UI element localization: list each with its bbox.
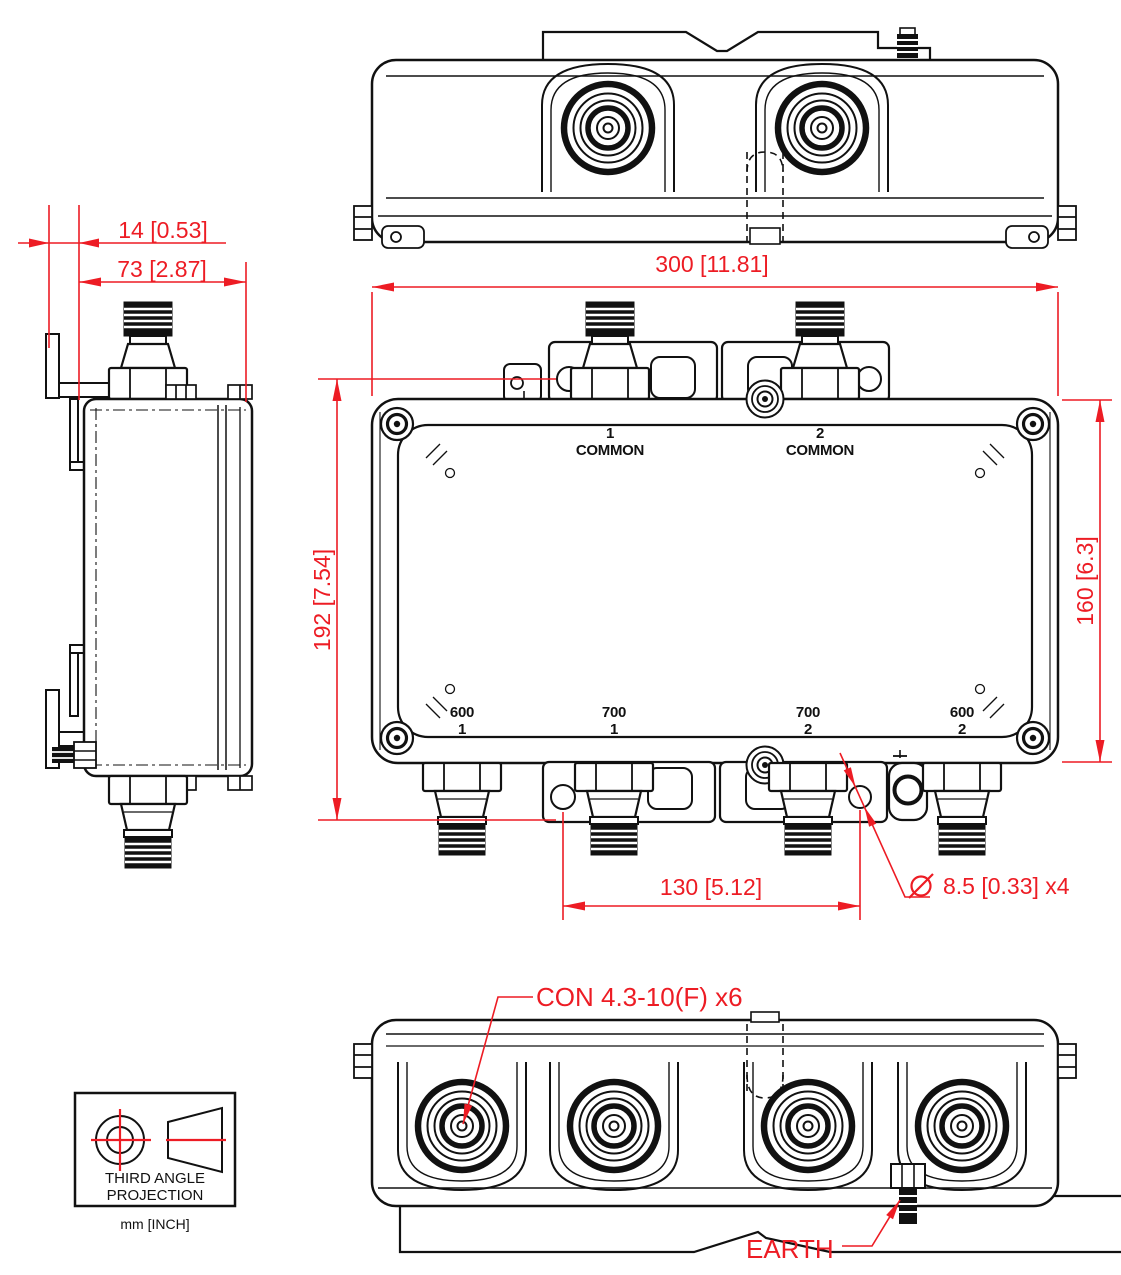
top-view-body <box>370 58 1060 244</box>
port-label-common2-num: 2 <box>816 425 824 442</box>
bottom-view-center-port <box>746 1011 784 1099</box>
top-view-feet <box>381 225 1049 249</box>
port-label-600-1-band: 600 <box>450 704 474 721</box>
dimension-73 <box>79 262 247 402</box>
dim-text-73: 73 [2.87] <box>117 256 207 282</box>
dim-text-130: 130 [5.12] <box>660 874 762 900</box>
port-label-700-1-band: 700 <box>602 704 626 721</box>
hole-callout: 8.5 [0.33] x4 <box>908 873 1070 899</box>
top-center-screw <box>745 379 785 419</box>
earth-stud-bottom <box>890 1163 926 1224</box>
third-angle-symbol-icon <box>91 1106 226 1174</box>
rf-connector-rings <box>570 1082 658 1170</box>
side-connector-bottom <box>107 774 189 870</box>
port-600-1-connector <box>421 761 503 857</box>
bottom-view-body <box>370 1018 1060 1208</box>
rf-connector-rings <box>564 84 652 172</box>
mounting-hole <box>856 366 882 392</box>
port-label-common2-name: COMMON <box>786 442 854 459</box>
dimension-192 <box>318 378 556 821</box>
port-label-common1-num: 1 <box>606 425 614 442</box>
port-label-700-2-num: 2 <box>804 721 812 738</box>
hole-callout-text: 8.5 [0.33] x4 <box>943 873 1070 899</box>
corner-detail-ticks <box>425 443 1005 719</box>
port-label-600-1-num: 1 <box>458 721 466 738</box>
port-label-600-2-band: 600 <box>950 704 974 721</box>
side-view <box>45 300 254 870</box>
corner-screw <box>379 720 415 756</box>
rf-connector-rings <box>918 1082 1006 1170</box>
top-view-side-screws <box>353 205 1077 241</box>
port-label-700-2-band: 700 <box>796 704 820 721</box>
earth-lug <box>887 750 929 822</box>
dim-text-14: 14 [0.53] <box>118 217 208 243</box>
top-view <box>353 27 1077 249</box>
corner-screw <box>379 406 415 442</box>
earth-stud-top <box>897 27 918 58</box>
connector-callout-leader <box>462 996 533 1125</box>
dim-text-160: 160 [6.3] <box>1072 536 1098 626</box>
units-label: mm [INCH] <box>120 1216 189 1232</box>
top-view-rear-bracket <box>541 27 932 64</box>
earth-callout-text: EARTH <box>746 1234 834 1264</box>
top-view-center-port <box>746 151 784 245</box>
dim-text-300: 300 [11.81] <box>655 251 768 277</box>
mounting-hole <box>550 784 576 810</box>
dimension-160 <box>1062 399 1112 763</box>
side-earth-bolt <box>52 741 97 769</box>
connector-callout-text: CON 4.3-10(F) x6 <box>536 982 743 1012</box>
projection-label-line1: THIRD ANGLE <box>105 1170 205 1187</box>
bottom-view-side-screws <box>353 1043 1077 1079</box>
side-view-body <box>82 397 254 778</box>
dimension-14 <box>18 205 226 400</box>
bottom-view-bracket <box>398 1194 1121 1254</box>
earth-callout-leader <box>842 1199 901 1247</box>
port-label-700-1-num: 1 <box>610 721 618 738</box>
bottom-view <box>353 1011 1121 1254</box>
projection-label-line2: PROJECTION <box>107 1187 204 1204</box>
diameter-symbol-icon <box>908 873 934 899</box>
projection-symbol: THIRD ANGLE PROJECTION mm [INCH] <box>73 1091 237 1232</box>
rf-connector-rings <box>764 1082 852 1170</box>
corner-screw <box>1015 406 1051 442</box>
hole-callout-leader <box>839 752 930 898</box>
rf-connector-rings <box>418 1082 506 1170</box>
dimension-130 <box>562 810 861 920</box>
port-600-2-connector <box>921 761 1003 857</box>
top-view-connector-housings <box>541 62 889 192</box>
rf-connector-rings <box>778 84 866 172</box>
front-face-plate <box>396 423 1034 739</box>
dim-text-192: 192 [7.54] <box>309 549 335 651</box>
port-label-600-2-num: 2 <box>958 721 966 738</box>
corner-screw <box>1015 720 1051 756</box>
port-label-common1-name: COMMON <box>576 442 644 459</box>
front-view: 1 COMMON 2 COMMON 600 1 700 1 700 2 600 … <box>370 300 1060 857</box>
dimension-300 <box>371 282 1059 396</box>
